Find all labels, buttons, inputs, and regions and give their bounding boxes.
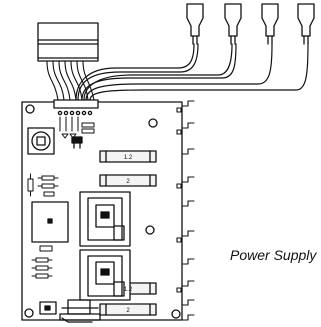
transistor <box>71 136 83 149</box>
board-header <box>53 99 99 116</box>
header-components <box>59 116 95 139</box>
spade-terminals <box>186 3 315 45</box>
fuse-1 <box>99 150 157 163</box>
left-components <box>27 173 59 279</box>
large-component <box>31 201 69 243</box>
terminal-leads <box>75 43 309 101</box>
fuse-1-label: 1.2 <box>124 155 133 161</box>
mounting-holes <box>24 104 181 319</box>
spade-terminal-4-icon <box>297 3 315 45</box>
relay-2 <box>79 249 131 301</box>
bottom-components <box>39 299 101 323</box>
rectifier-block <box>27 127 55 155</box>
fuse-2-label: 2 <box>126 179 130 185</box>
fuse-4-label: 2 <box>126 308 130 314</box>
connector-housing <box>37 22 99 62</box>
fuse-4 <box>99 303 157 316</box>
fuse-3-label: 1.2 <box>124 287 133 293</box>
diagram-caption: Power Supply <box>230 247 317 263</box>
spade-terminal-2-icon <box>224 3 242 45</box>
spade-terminal-3-icon <box>261 3 279 45</box>
relay-1 <box>79 191 131 247</box>
edge-terminals <box>176 100 195 321</box>
spade-terminal-1-icon <box>186 3 204 45</box>
fuse-2 <box>99 174 157 187</box>
